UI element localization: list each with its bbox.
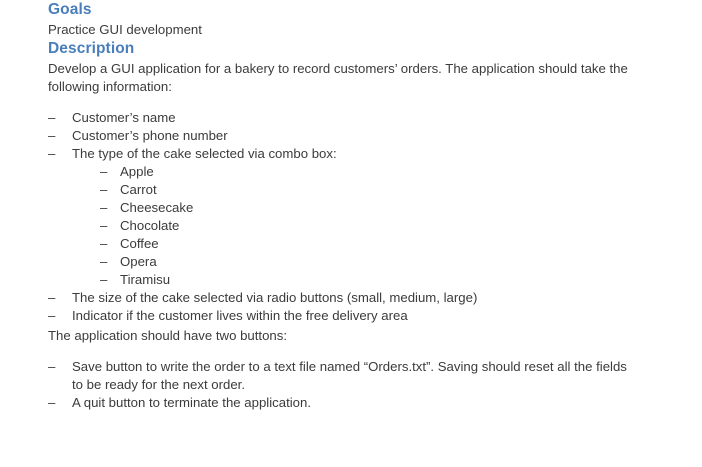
dash-bullet-icon: –	[100, 182, 108, 197]
list-item: – The size of the cake selected via radi…	[48, 289, 638, 307]
list-item: – Apple	[100, 163, 638, 181]
list-item-text: Carrot	[120, 182, 157, 197]
dash-bullet-icon: –	[48, 110, 56, 125]
dash-bullet-icon: –	[48, 395, 56, 410]
dash-bullet-icon: –	[48, 146, 56, 161]
list-item: – Customer’s phone number	[48, 127, 638, 145]
list-item-text: Opera	[120, 254, 157, 269]
button-requirements-list: – Save button to write the order to a te…	[48, 358, 638, 412]
list-item: – Coffee	[100, 235, 638, 253]
list-item: – Save button to write the order to a te…	[48, 358, 638, 394]
dash-bullet-icon: –	[100, 200, 108, 215]
list-item-text: Coffee	[120, 236, 159, 251]
dash-bullet-icon: –	[48, 359, 56, 374]
cake-type-sublist: – Apple – Carrot – Cheesecake – Chocolat…	[72, 163, 638, 289]
list-item-text: Chocolate	[120, 218, 180, 233]
list-item: – Opera	[100, 253, 638, 271]
dash-bullet-icon: –	[48, 308, 56, 323]
list-item: – A quit button to terminate the applica…	[48, 394, 638, 412]
list-item: – Carrot	[100, 181, 638, 199]
dash-bullet-icon: –	[100, 164, 108, 179]
list-item-text: Customer’s phone number	[72, 128, 228, 143]
dash-bullet-icon: –	[100, 254, 108, 269]
buttons-intro-paragraph: The application should have two buttons:	[48, 328, 287, 343]
list-item: – Customer’s name	[48, 109, 638, 127]
description-intro-paragraph: Develop a GUI application for a bakery t…	[48, 61, 628, 94]
list-item-text: Save button to write the order to a text…	[72, 359, 627, 392]
requirements-list: – Customer’s name – Customer’s phone num…	[48, 109, 638, 325]
list-item-text: Cheesecake	[120, 200, 194, 215]
list-item: – Cheesecake	[100, 199, 638, 217]
document-content: Goals Practice GUI development Descripti…	[48, 0, 638, 412]
list-item-text: Tiramisu	[120, 272, 171, 287]
list-item-text: The size of the cake selected via radio …	[72, 290, 478, 305]
list-item: – Indicator if the customer lives within…	[48, 307, 638, 325]
list-item-text: Indicator if the customer lives within t…	[72, 308, 408, 323]
list-item-text: Customer’s name	[72, 110, 176, 125]
list-item: – Chocolate	[100, 217, 638, 235]
list-item: – The type of the cake selected via comb…	[48, 145, 638, 289]
dash-bullet-icon: –	[100, 272, 108, 287]
dash-bullet-icon: –	[48, 290, 56, 305]
list-item-text: A quit button to terminate the applicati…	[72, 395, 311, 410]
list-item: – Tiramisu	[100, 271, 638, 289]
section-heading-goals: Goals	[48, 1, 92, 18]
goals-paragraph: Practice GUI development	[48, 22, 202, 37]
list-item-text: Apple	[120, 164, 154, 179]
section-heading-description: Description	[48, 40, 135, 57]
dash-bullet-icon: –	[100, 236, 108, 251]
dash-bullet-icon: –	[100, 218, 108, 233]
dash-bullet-icon: –	[48, 128, 56, 143]
list-item-text: The type of the cake selected via combo …	[72, 146, 337, 161]
